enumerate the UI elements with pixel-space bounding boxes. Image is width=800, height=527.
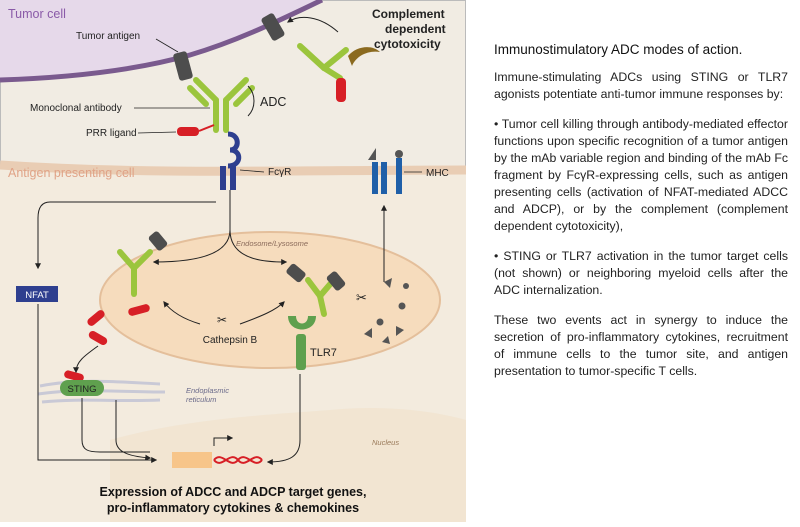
dna-helix-2 xyxy=(213,456,263,464)
complement-label-1: Complement xyxy=(372,7,445,21)
monoclonal-antibody-label: Monoclonal antibody xyxy=(30,103,122,114)
adc-label: ADC xyxy=(260,95,286,109)
arrow-tlr7-to-nucleus xyxy=(266,374,301,465)
right-antigen-endosome xyxy=(286,263,306,283)
prr-ligand-payload xyxy=(177,127,199,136)
cathepsin-arrow-left xyxy=(163,301,201,325)
right-antigen-endosome-2 xyxy=(326,271,346,291)
nfat-box xyxy=(16,286,58,302)
arrow-to-sting xyxy=(73,345,99,374)
apc-label: Antigen presenting cell xyxy=(8,166,134,180)
tumor-cell-label: Tumor cell xyxy=(8,7,66,21)
cathepsin-arrow-right xyxy=(239,301,285,325)
complement-label-3: cytotoxicity xyxy=(374,37,441,51)
left-antigen-endosome xyxy=(148,231,168,251)
left-adc-endosome xyxy=(117,249,153,297)
released-payload-3 xyxy=(88,331,108,345)
adc-brace xyxy=(247,85,255,117)
released-payload-2 xyxy=(87,310,105,326)
endosome xyxy=(99,231,441,369)
complement-antibody xyxy=(297,43,349,81)
complement-arrow xyxy=(287,16,339,33)
arrow-to-left-adc xyxy=(152,229,231,265)
peptide-fragments xyxy=(364,278,409,344)
description-panel: Immunostimulatory ADC modes of action. I… xyxy=(494,42,788,393)
fcgr-leader xyxy=(239,169,265,173)
nucleus-region xyxy=(110,408,466,522)
complement-c1q xyxy=(348,47,380,66)
scissors-icon-2: ✂ xyxy=(356,290,367,305)
arrow-to-nfat xyxy=(35,201,216,270)
tlr7-receptor xyxy=(288,316,316,370)
panel-bullet-2: • STING or TLR7 activation in the tumor … xyxy=(494,249,788,297)
complement-payload xyxy=(336,78,346,102)
right-adc-endosome xyxy=(305,277,335,317)
arrow-sting-stem xyxy=(81,398,150,453)
tlr7-label: TLR7 xyxy=(310,347,337,359)
adc-antibody xyxy=(187,77,255,133)
er-label-1: Endoplasmic xyxy=(186,386,229,395)
sting-label: STING xyxy=(67,384,96,395)
released-payload-1 xyxy=(128,304,150,316)
panel-bullet-1: • Tumor cell killing through antibody-me… xyxy=(494,117,788,233)
mhc-label: MHC xyxy=(426,168,449,179)
cathepsin-label: Cathepsin B xyxy=(203,335,258,346)
arrow-nfat-to-nucleus xyxy=(37,304,158,463)
panel-closing: These two events act in synergy to induc… xyxy=(494,313,788,378)
expression-line-2: pro-inflammatory cytokines & chemokines xyxy=(107,501,359,515)
tumor-antigen xyxy=(173,51,193,81)
transcription-start-arrow xyxy=(213,435,234,446)
tumor-antigen-label: Tumor antigen xyxy=(76,31,140,42)
sting-box xyxy=(60,380,104,396)
arrow-to-right-adc xyxy=(229,229,288,265)
scissors-icon-1: ✂ xyxy=(217,313,227,327)
nucleus-label: Nucleus xyxy=(372,438,399,447)
fcgr-label: FcγR xyxy=(268,167,291,178)
fcgr-receptor xyxy=(220,131,242,190)
moa-figure: Tumor cell Antigen presenting cell Nucle… xyxy=(0,0,467,522)
mhc-complex xyxy=(368,148,403,194)
gene-promoter xyxy=(172,452,212,468)
tumor-cell-region xyxy=(0,0,322,80)
prr-ligand-label: PRR ligand xyxy=(86,128,137,139)
released-payload-4 xyxy=(64,370,84,382)
panel-title: Immunostimulatory ADC modes of action. xyxy=(494,42,743,57)
tumor-antigen-2 xyxy=(261,13,285,41)
complement-label-2: dependent xyxy=(385,22,446,36)
panel-intro: Immune-stimulating ADCs using STING or T… xyxy=(494,70,788,101)
endosome-label: Endosome/Lysosome xyxy=(236,239,308,248)
arrow-sting-to-nucleus xyxy=(115,400,152,461)
expression-line-1: Expression of ADCC and ADCP target genes… xyxy=(100,485,367,499)
payload-linker xyxy=(198,124,215,132)
tumor-membrane xyxy=(0,0,324,83)
er-label-2: reticulum xyxy=(186,395,216,404)
tumor-antigen-leader xyxy=(155,38,179,53)
nfat-label: NFAT xyxy=(25,290,49,301)
moa-diagram: Tumor cell Antigen presenting cell Nucle… xyxy=(0,0,467,522)
prr-leader xyxy=(137,131,177,134)
